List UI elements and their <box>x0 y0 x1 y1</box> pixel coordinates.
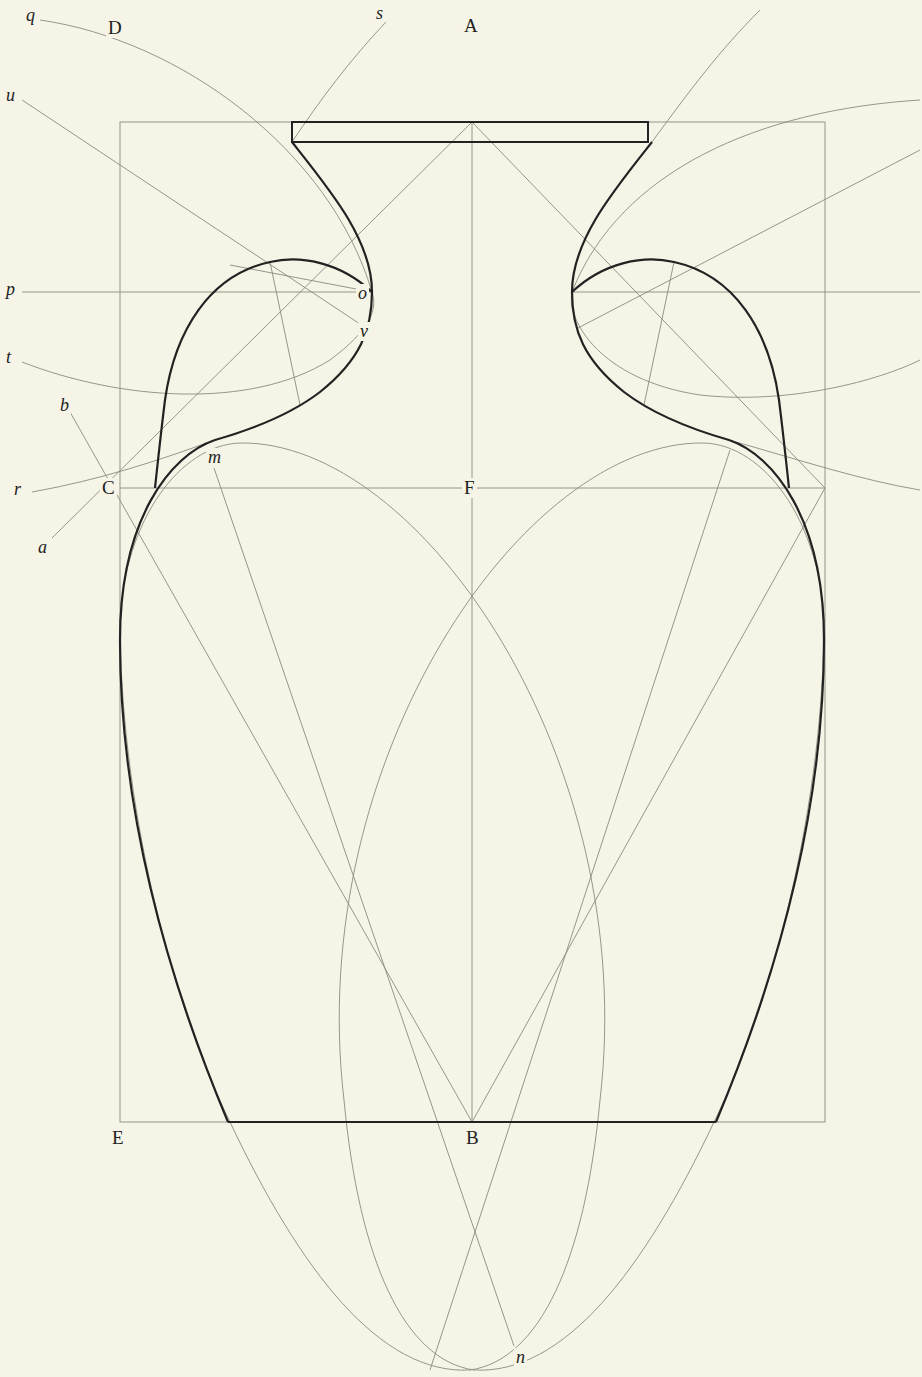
point-letter: s <box>374 4 385 23</box>
vase-rim <box>292 122 648 142</box>
point-letter: u <box>4 86 17 105</box>
construction-lines <box>22 10 920 1370</box>
point-capital: B <box>464 1128 481 1148</box>
point-letter: t <box>4 348 13 367</box>
point-capital: D <box>106 18 124 38</box>
point-letter: r <box>12 480 23 499</box>
point-letter: v <box>358 322 370 341</box>
point-letter: p <box>4 280 17 299</box>
point-letter: m <box>206 448 223 467</box>
point-letter: b <box>58 396 71 415</box>
point-capital: A <box>462 16 480 36</box>
point-capital: E <box>110 1128 126 1148</box>
point-letter: n <box>514 1348 527 1367</box>
point-letter: o <box>356 284 369 303</box>
point-letter: a <box>36 538 49 557</box>
point-capital: C <box>100 478 117 498</box>
vase-outline <box>120 142 824 1122</box>
point-letter: q <box>24 6 37 25</box>
point-capital: F <box>462 478 477 498</box>
